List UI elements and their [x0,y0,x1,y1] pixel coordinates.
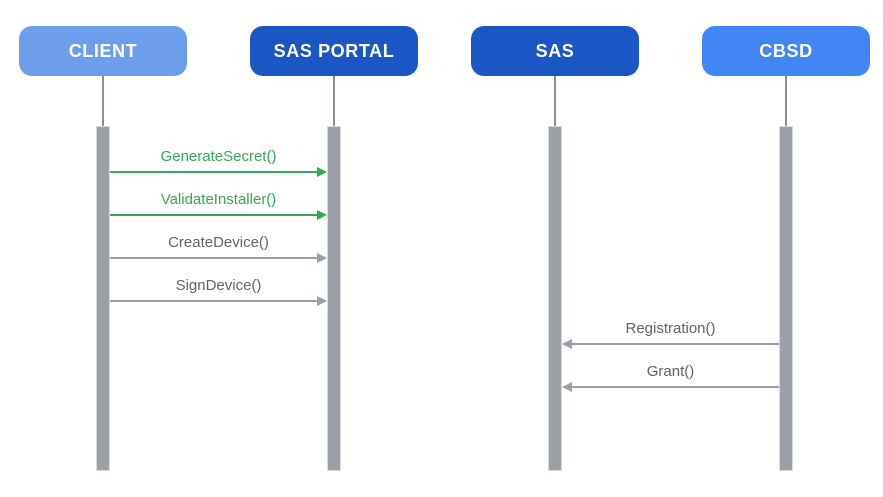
arrowhead-left-icon [562,339,572,349]
activation-bar-sas [548,126,562,471]
lifeline-connector-client [102,76,104,126]
arrowhead-left-icon [562,382,572,392]
actor-label: SAS [535,40,575,61]
lifeline-connector-cbsd [785,76,787,126]
message-label-sign-device: SignDevice() [175,277,262,294]
message-line [110,171,317,173]
actor-box-sas: SAS [471,26,639,76]
message-line [110,300,317,302]
message-label-registration: Registration() [625,320,716,337]
actor-label: CBSD [759,40,813,61]
activation-bar-cbsd [779,126,793,471]
actor-label: CLIENT [68,40,138,61]
lifeline-connector-sas-portal [333,76,335,126]
arrowhead-right-icon [317,296,327,306]
message-label-generate-secret: GenerateSecret() [160,148,277,165]
arrowhead-right-icon [317,253,327,263]
message-line [110,257,317,259]
activation-bar-client [96,126,110,471]
lifeline-connector-sas [554,76,556,126]
actor-box-sas-portal: SAS PORTAL [250,26,418,76]
actor-box-cbsd: CBSD [702,26,870,76]
message-line [572,386,779,388]
message-label-validate-installer: ValidateInstaller() [160,191,277,208]
message-label-create-device: CreateDevice() [168,234,269,251]
message-line [110,214,317,216]
message-label-grant: Grant() [646,363,695,380]
actor-label: SAS PORTAL [273,40,395,61]
actor-box-client: CLIENT [19,26,187,76]
arrowhead-right-icon [317,210,327,220]
arrowhead-right-icon [317,167,327,177]
message-line [572,343,779,345]
activation-bar-sas-portal [327,126,341,471]
